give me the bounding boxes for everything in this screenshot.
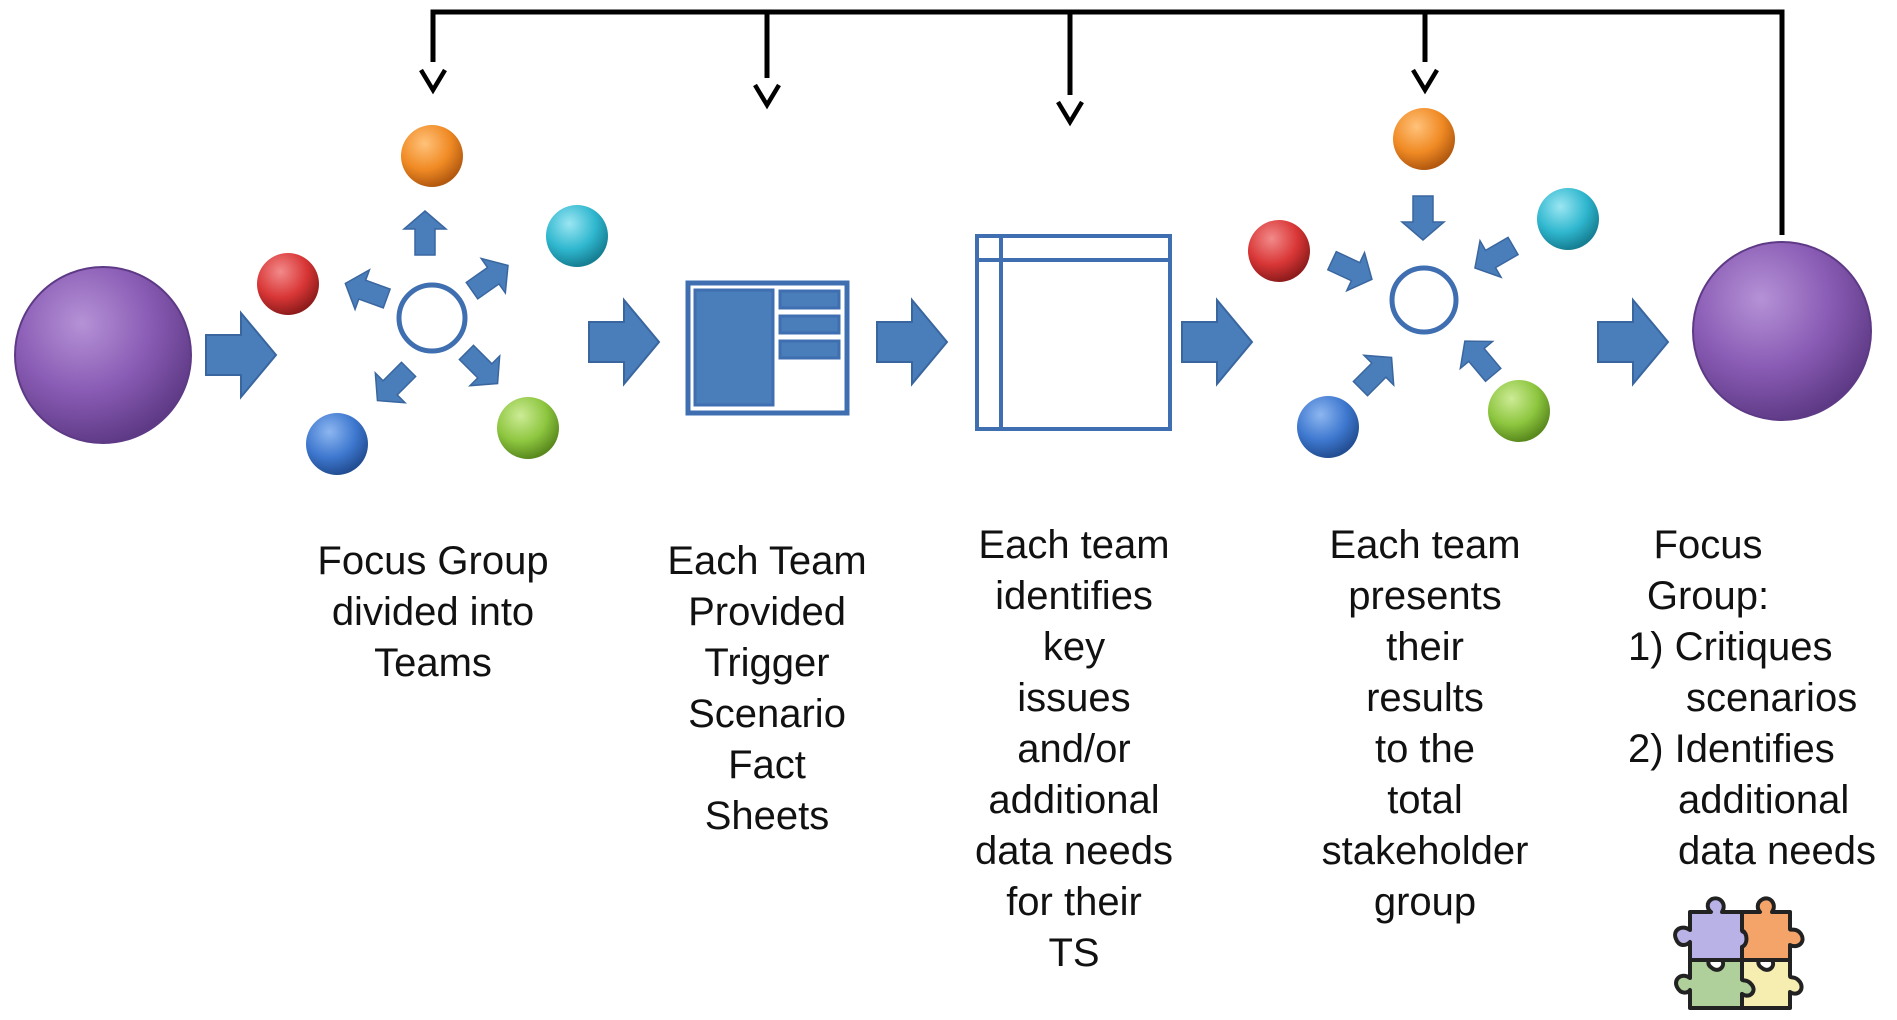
caption-line: for their [1006, 880, 1142, 924]
gather-arrow-icon [1448, 326, 1510, 390]
blue-team-dot [1297, 396, 1359, 458]
blue-team-dot [306, 413, 368, 475]
orange-team-dot [401, 125, 463, 187]
flow-arrow-icon [588, 299, 660, 385]
arrowhead-icon [1056, 100, 1084, 127]
caption-line: their [1386, 625, 1464, 669]
caption-line: TS [1048, 931, 1100, 975]
caption-line: results [1366, 676, 1484, 720]
flow-arrow-icon [1597, 299, 1669, 385]
puzzle-icon [1673, 896, 1805, 1010]
puzzle-piece-yellow [1740, 958, 1804, 1010]
caption-line: Focus [1653, 523, 1763, 567]
caption-line: Fact [728, 743, 806, 787]
gather-arrow-icon [1463, 227, 1525, 287]
caption-line: Each team [978, 523, 1170, 567]
red-team-dot [257, 253, 319, 315]
gather-arrow-icon [1344, 341, 1408, 405]
caption-line: additional [988, 778, 1160, 822]
flow-arrow-icon [876, 299, 948, 385]
caption-line: issues [1017, 676, 1131, 720]
red-team-dot [1248, 220, 1310, 282]
arrowhead-icon [419, 68, 447, 95]
hub-circle [1389, 265, 1459, 335]
step-caption-identify: Each team identifies key issues and/or additi… [962, 520, 1186, 979]
caption-line: Provided [688, 590, 846, 634]
caption-line: key [1042, 625, 1106, 669]
split-arrow-icon [459, 247, 521, 309]
caption-line: divided into [331, 590, 535, 634]
split-arrow-icon [361, 353, 425, 417]
feedback-loop [430, 9, 1785, 235]
caption-line: additional [1678, 778, 1850, 822]
arrowhead-icon [753, 83, 781, 110]
caption-line: Sheets [704, 794, 830, 838]
caption-line: stakeholder [1321, 829, 1529, 873]
step-caption-present: Each team presents their results to the total… [1310, 520, 1540, 928]
caption-line: 2) Identifies [1628, 727, 1835, 771]
caption-line: to the [1374, 727, 1476, 771]
focus-group-circle-icon [1692, 241, 1872, 421]
caption-line: Trigger [704, 641, 830, 685]
caption-line: Each Team [667, 539, 867, 583]
caption-line: identifies [995, 574, 1153, 618]
teal-team-dot [546, 205, 608, 267]
orange-team-dot [1393, 108, 1455, 170]
caption-line: Teams [374, 641, 492, 685]
green-team-dot [1488, 380, 1550, 442]
caption-line: total [1387, 778, 1463, 822]
arrowhead-icon [1411, 68, 1439, 95]
team-split-icon [257, 125, 608, 475]
caption-line: Scenario [688, 692, 846, 736]
hub-circle [396, 282, 468, 354]
caption-line: Focus Group [317, 539, 549, 583]
table-icon [975, 234, 1172, 431]
gather-arrow-icon [1322, 240, 1382, 300]
caption-line: group [1373, 880, 1477, 924]
caption-line: 1) Critiques [1628, 625, 1833, 669]
flow-arrow-icon [1181, 299, 1253, 385]
caption-line: Each team [1329, 523, 1521, 567]
focus-group-circle-icon [14, 266, 192, 444]
split-arrow-icon [337, 262, 395, 320]
team-gather-icon [1248, 108, 1599, 458]
teal-team-dot [1537, 188, 1599, 250]
green-team-dot [497, 397, 559, 459]
fact-sheet-icon [685, 280, 850, 416]
caption-line: data needs [975, 829, 1173, 873]
caption-line: data needs [1678, 829, 1876, 873]
split-arrow-icon [450, 336, 514, 400]
caption-line: presents [1348, 574, 1502, 618]
flow-arrow-icon [205, 312, 277, 398]
feedback-line [430, 9, 1785, 235]
feedback-arrowheads [419, 68, 1439, 127]
caption-line: and/or [1017, 727, 1131, 771]
puzzle-piece-orange [1740, 896, 1805, 962]
split-arrow-icon [403, 210, 447, 256]
caption-line: Group: [1646, 574, 1770, 618]
caption-line: scenarios [1686, 676, 1858, 720]
gather-arrow-icon [1401, 195, 1445, 241]
